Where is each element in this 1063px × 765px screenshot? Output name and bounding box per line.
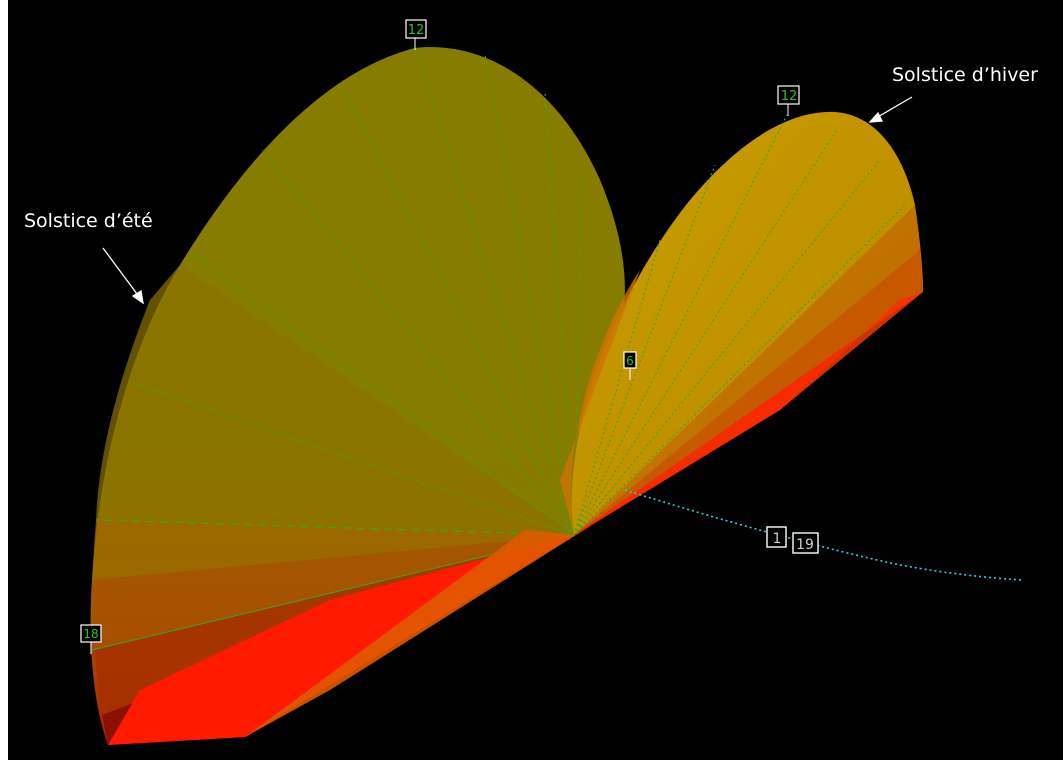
summer-fan-upper-segment: [180, 47, 625, 535]
winter-fan-surface: [571, 111, 923, 535]
marker-axis-a-label: 1: [773, 531, 782, 547]
winter-hour-lines: [573, 114, 906, 536]
marker-winter-noon: 12: [777, 85, 800, 116]
ground-plane-wedge: [245, 520, 600, 737]
winter-fan-left-segment: [560, 270, 640, 535]
winter-fan-right-segment-2: [574, 250, 923, 535]
winter-fan-right-segment-1: [574, 205, 923, 535]
marker-axis-b: 19: [792, 532, 819, 554]
summer-fan-mid-segment: [96, 265, 574, 535]
marker-center-label: 6: [626, 354, 634, 368]
marker-winter-noon-label: 12: [781, 89, 798, 104]
ground-plane-edge: [574, 292, 923, 535]
winter-solstice-label: Solstice d’hiver: [892, 64, 1038, 86]
marker-axis-a: 1: [766, 526, 787, 548]
marker-summer-evening: 18: [80, 624, 102, 654]
marker-summer-noon-label: 12: [408, 23, 425, 38]
marker-center: 6: [623, 351, 637, 380]
summer-solstice-label: Solstice d’été: [24, 210, 153, 232]
arrow-winter-solstice: [868, 96, 913, 123]
summer-fan-low-segment-1: [92, 520, 574, 580]
marker-summer-noon: 12: [405, 19, 427, 50]
marker-axis-b-label: 19: [796, 537, 814, 553]
marker-summer-evening-label: 18: [83, 627, 98, 641]
arrow-summer-solstice: [102, 247, 144, 305]
